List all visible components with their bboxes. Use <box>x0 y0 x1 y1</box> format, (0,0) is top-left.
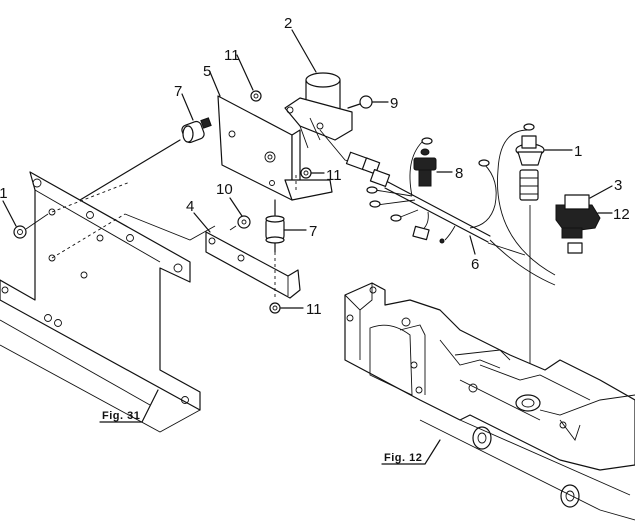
nut-mid <box>300 167 325 179</box>
bracket-plate <box>209 71 333 201</box>
callout-5: 5 <box>203 63 211 80</box>
relay <box>555 185 613 254</box>
fig-31-label: Fig. 31 <box>102 410 140 422</box>
callout-1: 1 <box>574 143 582 160</box>
isolator-upper <box>181 93 212 144</box>
callout-6: 6 <box>471 256 479 273</box>
isolator-lower <box>265 199 307 300</box>
callout-8: 8 <box>455 165 463 182</box>
nut-upper <box>236 54 262 102</box>
fig-31-ref: Fig. 31 <box>99 389 159 423</box>
callout-11-bottom: 11 <box>306 301 322 318</box>
wire-harness <box>366 123 556 286</box>
leader-line <box>79 139 181 201</box>
callout-9: 9 <box>390 95 398 112</box>
callout-10: 10 <box>216 181 233 198</box>
callout-11-upper: 11 <box>224 47 240 64</box>
bolt-9 <box>347 95 389 109</box>
lower-bracket <box>193 212 301 299</box>
switch-1 <box>515 135 573 390</box>
fig-12-label: Fig. 12 <box>384 452 422 464</box>
callout-7-lower: 7 <box>309 223 317 240</box>
nut-bottom <box>269 302 304 314</box>
pressure-sender <box>409 137 453 197</box>
callout-11-left: 11 <box>0 185 8 202</box>
callout-3: 3 <box>614 177 622 194</box>
callout-4: 4 <box>186 198 194 215</box>
callout-2: 2 <box>284 15 292 32</box>
callout-12: 12 <box>613 206 630 223</box>
bolt-10 <box>229 197 251 231</box>
fig-12-ref: Fig. 12 <box>381 439 441 465</box>
frame-plate <box>0 171 216 433</box>
nut-left <box>2 200 49 239</box>
transmission-case <box>344 282 635 521</box>
callout-7-upper: 7 <box>174 83 182 100</box>
callout-11-mid: 11 <box>326 167 342 184</box>
